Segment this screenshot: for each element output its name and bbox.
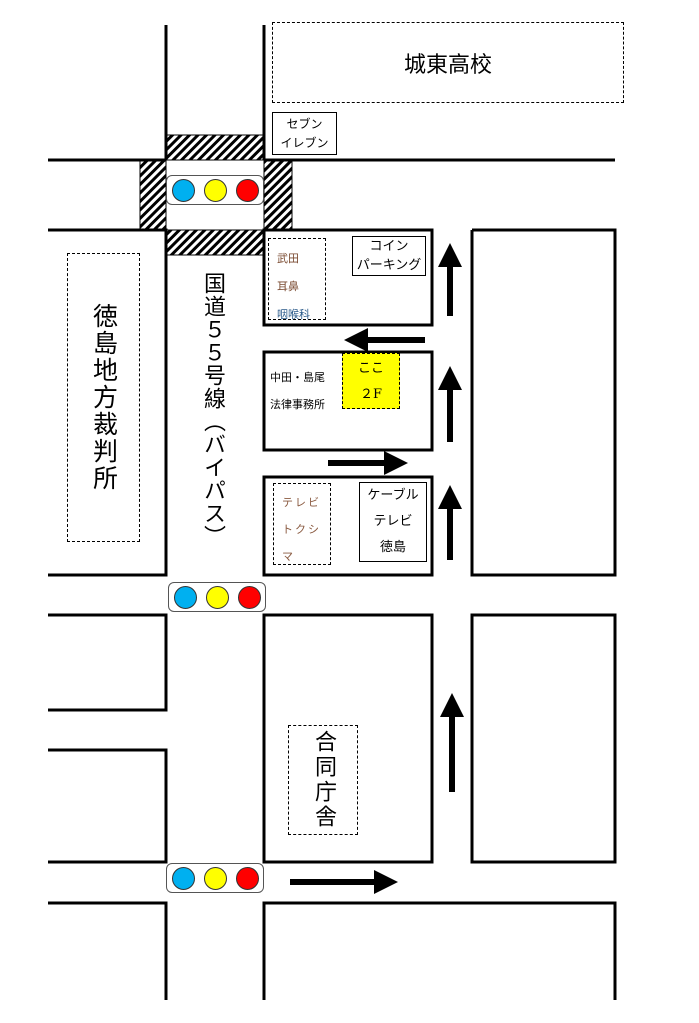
red-lamp: [235, 178, 259, 202]
direction-arrows: [290, 243, 464, 894]
cable-line: テレビ: [373, 514, 413, 529]
joint-government-building: 合同庁舎: [288, 725, 358, 835]
cable-line: 徳島: [379, 540, 406, 555]
cable-tv-tokushima: ケーブル テレビ 徳島: [359, 482, 427, 562]
blue-lamp: [173, 585, 197, 609]
clinic-line: 咽喉科: [277, 308, 310, 321]
takeda-ent-clinic: 武田 耳鼻 咽喉科: [268, 238, 326, 321]
tv-line: トクシ: [282, 523, 321, 536]
red-lamp: [235, 866, 259, 890]
tv-line: マ: [282, 550, 295, 563]
law-office-line: 中田・島尾: [270, 371, 325, 384]
school-label: 城東高校: [403, 52, 492, 78]
seven-eleven-line: イレブン: [280, 136, 329, 150]
traffic-light: [166, 863, 264, 893]
clinic-line: 耳鼻: [277, 280, 299, 293]
parking-line: パーキング: [356, 258, 422, 273]
crosswalk: [139, 134, 293, 256]
traffic-light: [166, 175, 264, 205]
yellow-lamp: [203, 866, 227, 890]
joto-high-school: 城東高校: [272, 22, 624, 103]
tv-line: テレビ: [282, 496, 321, 509]
tokushima-district-court: 徳島地方裁判所: [67, 253, 140, 542]
court-label: 徳島地方裁判所: [89, 303, 119, 492]
coin-parking: コイン パーキング: [352, 236, 426, 276]
yellow-lamp: [203, 178, 227, 202]
floor-label: ２F: [359, 387, 383, 402]
here-marker: ここ ２F: [342, 353, 400, 409]
blue-lamp: [171, 178, 195, 202]
traffic-light: [168, 582, 266, 612]
gov-building-label: 合同庁舎: [311, 730, 336, 830]
nakata-shimao-law-office: 中田・島尾 法律事務所: [270, 364, 344, 418]
red-lamp: [237, 585, 261, 609]
tv-tokushima: テレビ トクシ マ: [273, 483, 331, 565]
law-office-line: 法律事務所: [270, 398, 325, 411]
parking-line: コイン: [369, 239, 409, 254]
route-55-label: 国道５５号線（バイパス）: [200, 272, 225, 548]
seven-eleven-line: セブン: [286, 117, 323, 131]
here-label: ここ: [357, 361, 384, 376]
clinic-line: 武田: [277, 252, 299, 265]
blue-lamp: [171, 866, 195, 890]
seven-eleven: セブン イレブン: [272, 112, 337, 155]
yellow-lamp: [205, 585, 229, 609]
cable-line: ケーブル: [367, 488, 419, 503]
